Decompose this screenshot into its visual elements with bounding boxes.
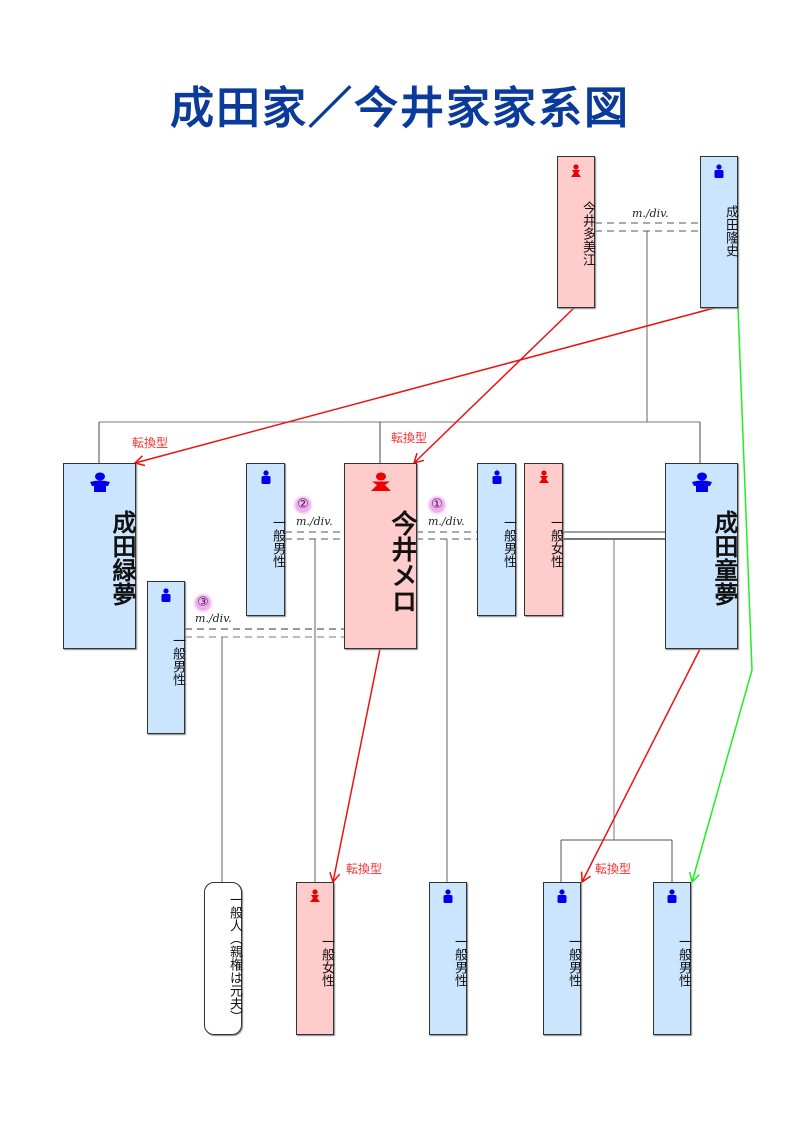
- person-child-1[interactable]: 一般男性: [429, 882, 467, 1035]
- person-name: 一般男性: [566, 935, 581, 987]
- person-name: 一般男性: [170, 634, 185, 686]
- transform-arrow-mero-to-child: [329, 648, 381, 884]
- male-person-icon: [89, 472, 110, 492]
- person-name: 一般男性: [452, 935, 467, 987]
- male-person-icon: [443, 889, 453, 903]
- person-child-2[interactable]: 一般女性: [296, 882, 334, 1035]
- female-person-icon: [370, 472, 391, 491]
- transform-label-mero-child: 転換型: [346, 862, 383, 876]
- person-domu-wife[interactable]: 一般女性: [524, 463, 563, 616]
- marriage-label-parents: m./div.: [632, 207, 669, 220]
- transform-label-mero: 転換型: [391, 431, 428, 445]
- person-name: 今井多美江: [580, 201, 595, 266]
- page-title: 成田家／今井家家系図: [170, 83, 630, 134]
- marriage-label-mero-2: m./div.: [296, 515, 333, 528]
- person-narita-takashi[interactable]: 成田隆史: [700, 156, 738, 308]
- transform-label-domu-child: 転換型: [595, 862, 632, 876]
- person-name: 成田緑夢: [108, 510, 137, 606]
- person-name: 一般男性: [270, 516, 285, 568]
- female-person-icon: [310, 889, 320, 902]
- person-domu-child-b[interactable]: 一般男性: [653, 882, 691, 1035]
- person-husband-3[interactable]: 一般男性: [147, 581, 185, 734]
- transform-arrow-domu-to-child: [580, 648, 701, 884]
- transform-arrow-tamie-to-mero: [412, 306, 576, 465]
- male-person-icon: [492, 470, 501, 484]
- person-name: 一般男性: [676, 935, 691, 987]
- male-person-icon: [557, 889, 567, 903]
- sibling-bar-domu-children: [560, 839, 673, 882]
- person-narita-domu[interactable]: 成田童夢: [665, 463, 739, 649]
- person-narita-midorimu[interactable]: 成田緑夢: [63, 463, 137, 649]
- person-husband-1[interactable]: 一般男性: [477, 463, 516, 616]
- marriage-line-mero-3: [185, 628, 344, 638]
- person-name: 成田童夢: [710, 510, 739, 606]
- person-imai-mero[interactable]: 今井メロ: [344, 463, 417, 649]
- person-imai-tamie[interactable]: 今井多美江: [557, 156, 595, 308]
- marriage-line-parents: [595, 222, 700, 232]
- marriage-order-badge-3: ③: [193, 593, 213, 613]
- transform-arrow-takashi-to-midorimu: [133, 306, 719, 467]
- marriage-label-mero-1: m./div.: [428, 515, 465, 528]
- marriage-order-badge-1: ①: [427, 495, 447, 515]
- marriage-line-mero-1: [416, 531, 477, 540]
- sibling-bar: [98, 421, 701, 463]
- marriage-order-badge-2: ②: [293, 495, 313, 515]
- marriage-line-mero-2: [285, 531, 344, 540]
- male-person-icon: [261, 470, 270, 484]
- female-person-icon: [538, 470, 549, 483]
- person-name: 一般女性: [548, 516, 563, 568]
- person-husband-2[interactable]: 一般男性: [246, 463, 285, 616]
- person-name: 一般人（親権は元夫）: [227, 893, 242, 1023]
- person-child-3[interactable]: 一般人（親権は元夫）: [204, 882, 242, 1035]
- male-person-icon: [667, 889, 677, 903]
- person-name: 今井メロ: [387, 510, 417, 614]
- person-name: 一般女性: [319, 935, 334, 987]
- male-person-icon: [714, 164, 724, 178]
- transform-label-midorimu: 転換型: [132, 436, 169, 450]
- person-name: 成田隆史: [723, 205, 738, 257]
- person-name: 一般男性: [501, 516, 516, 568]
- green-arrow-takashi-to-grandchild: [688, 306, 753, 884]
- marriage-line-domu: [563, 531, 665, 540]
- female-person-icon: [571, 164, 581, 177]
- marriage-label-mero-3: m./div.: [195, 612, 232, 625]
- male-person-icon: [161, 588, 171, 602]
- male-person-icon: [691, 472, 712, 492]
- person-domu-child-a[interactable]: 一般男性: [543, 882, 581, 1035]
